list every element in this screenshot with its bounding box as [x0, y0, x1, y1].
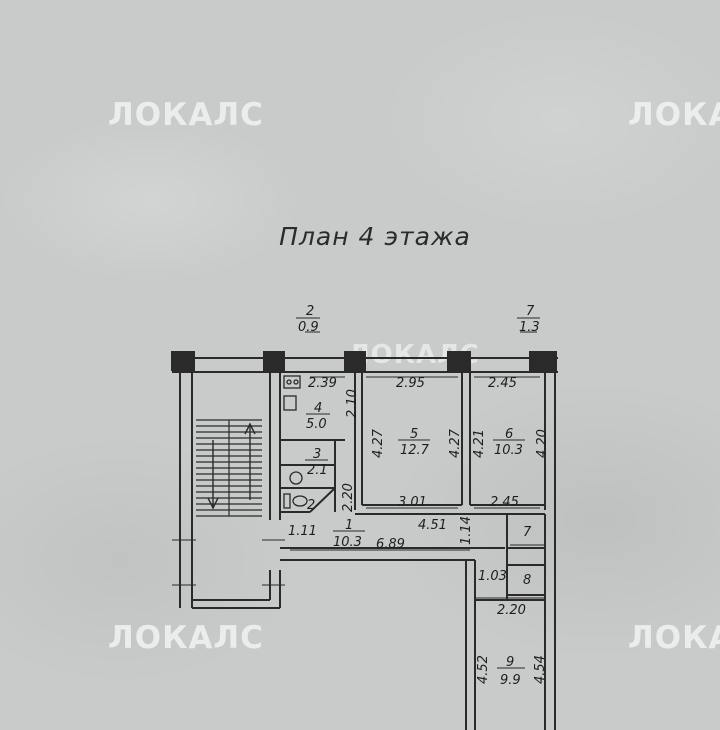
room-5-area: 12.7: [400, 443, 430, 458]
watermark-bottom-right: ЛОКАЛС: [628, 620, 720, 656]
dim-bath-height: 2.20: [341, 483, 356, 512]
room-7-area: 1.3: [519, 320, 540, 335]
dim-room9-left: 4.52: [476, 655, 491, 684]
dim-hall-left: 1.11: [288, 524, 317, 539]
dim-closet-width: 1.03: [478, 569, 507, 584]
plan-title: План 4 этажа: [279, 222, 471, 251]
dim-room5-left: 4.27: [371, 428, 386, 458]
room-7-number: 7: [523, 525, 532, 540]
wall-block-1: [171, 351, 195, 371]
dim-room5-right: 4.27: [448, 428, 463, 458]
room-1-area: 10.3: [333, 535, 362, 550]
dim-room6-bottom: 2.45: [490, 495, 519, 510]
dim-room6-left: 4.21: [472, 429, 487, 458]
room-9-number: 9: [506, 655, 514, 670]
wall-block-3: [344, 351, 366, 371]
dim-room6-width: 2.45: [488, 376, 517, 391]
fixtures: [283, 375, 308, 509]
room-5-number: 5: [410, 427, 418, 442]
room-7-number-top: 7: [526, 304, 535, 319]
wall-block-5: [529, 351, 557, 371]
dim-hall-length: 6.89: [376, 537, 405, 552]
dim-room6-right: 4.20: [535, 429, 550, 458]
room-8-number: 8: [523, 573, 531, 588]
room-6-number: 6: [505, 427, 513, 442]
dim-kitchen-height: 2.10: [345, 389, 360, 418]
room-3-number: 3: [313, 447, 321, 462]
room-2-number: 2: [306, 304, 314, 319]
dim-room5-bottom: 3.01: [398, 495, 427, 510]
watermark-top-left: ЛОКАЛС: [108, 97, 264, 133]
dim-room5-width: 2.95: [396, 376, 425, 391]
stove-icon: [283, 375, 301, 389]
stair-steps: [196, 419, 262, 517]
sink-icon: [283, 395, 297, 411]
dim-room9-width: 2.20: [497, 603, 526, 618]
room-4-area: 5.0: [306, 417, 327, 432]
dim-kitchen-width: 2.39: [308, 376, 337, 391]
room-1-number: 1: [345, 518, 353, 533]
washbasin-icon: [289, 471, 303, 485]
dim-hall-mid: 4.51: [418, 518, 447, 533]
room-9-area: 9.9: [500, 673, 521, 688]
wall-block-4: [447, 351, 471, 371]
room-6-area: 10.3: [494, 443, 523, 458]
room-2-plan-number: 2: [307, 498, 315, 513]
room-2-area: 0.9: [298, 320, 319, 335]
watermark-top-right: ЛОКАЛС: [628, 97, 720, 133]
dim-room9-right: 4.54: [533, 655, 548, 684]
room-3-area: 2.1: [307, 463, 328, 478]
room-4-number: 4: [314, 401, 322, 416]
dim-hall-depth: 1.14: [459, 516, 474, 545]
toilet-icon: [292, 495, 308, 507]
wall-block-2: [263, 351, 285, 371]
watermark-bottom-left: ЛОКАЛС: [108, 620, 264, 656]
dimension-lines: [172, 331, 545, 599]
